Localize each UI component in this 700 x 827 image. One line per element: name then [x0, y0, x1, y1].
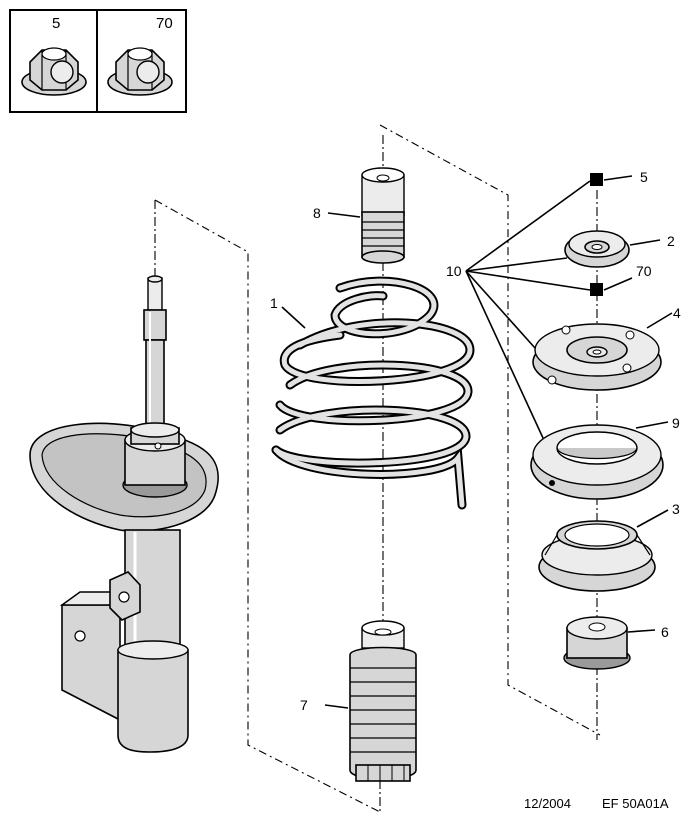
bump-stop-cup — [563, 616, 631, 670]
footer-date: 12/2004 — [524, 796, 571, 811]
spring-seat — [530, 424, 664, 500]
callout-group: 10 — [446, 263, 462, 279]
callout-spring-seat: 9 — [672, 415, 680, 431]
footer-reference: EF 50A01A — [602, 796, 669, 811]
legend-number-70: 70 — [156, 15, 173, 32]
bearing — [538, 520, 656, 592]
nut-marker-5 — [590, 173, 603, 186]
flanged-nut-icon — [107, 47, 173, 96]
callout-bump-stop: 8 — [313, 205, 321, 221]
coil-spring — [271, 276, 475, 510]
group-leader-lines — [465, 180, 591, 439]
shock-absorber — [29, 275, 219, 753]
legend-number-5: 5 — [52, 15, 60, 32]
callout-nut-top: 5 — [640, 169, 648, 185]
callout-coil-spring: 1 — [270, 295, 278, 311]
callout-bump-stop-cup: 6 — [661, 624, 669, 640]
callout-dust-boot: 7 — [300, 697, 308, 713]
upper-cup — [564, 230, 630, 268]
dust-boot — [349, 620, 417, 782]
callout-top-mount: 4 — [673, 305, 681, 321]
callout-upper-cup: 2 — [667, 233, 675, 249]
callout-nut-lower: 70 — [636, 263, 652, 279]
nut-marker-70 — [590, 283, 603, 296]
callout-bearing: 3 — [672, 501, 680, 517]
flanged-nut-icon — [21, 47, 87, 96]
coil-spring-highlight — [273, 278, 473, 508]
bump-stop — [361, 167, 405, 264]
legend-box: 5 70 — [9, 9, 187, 113]
top-mount — [532, 323, 662, 391]
